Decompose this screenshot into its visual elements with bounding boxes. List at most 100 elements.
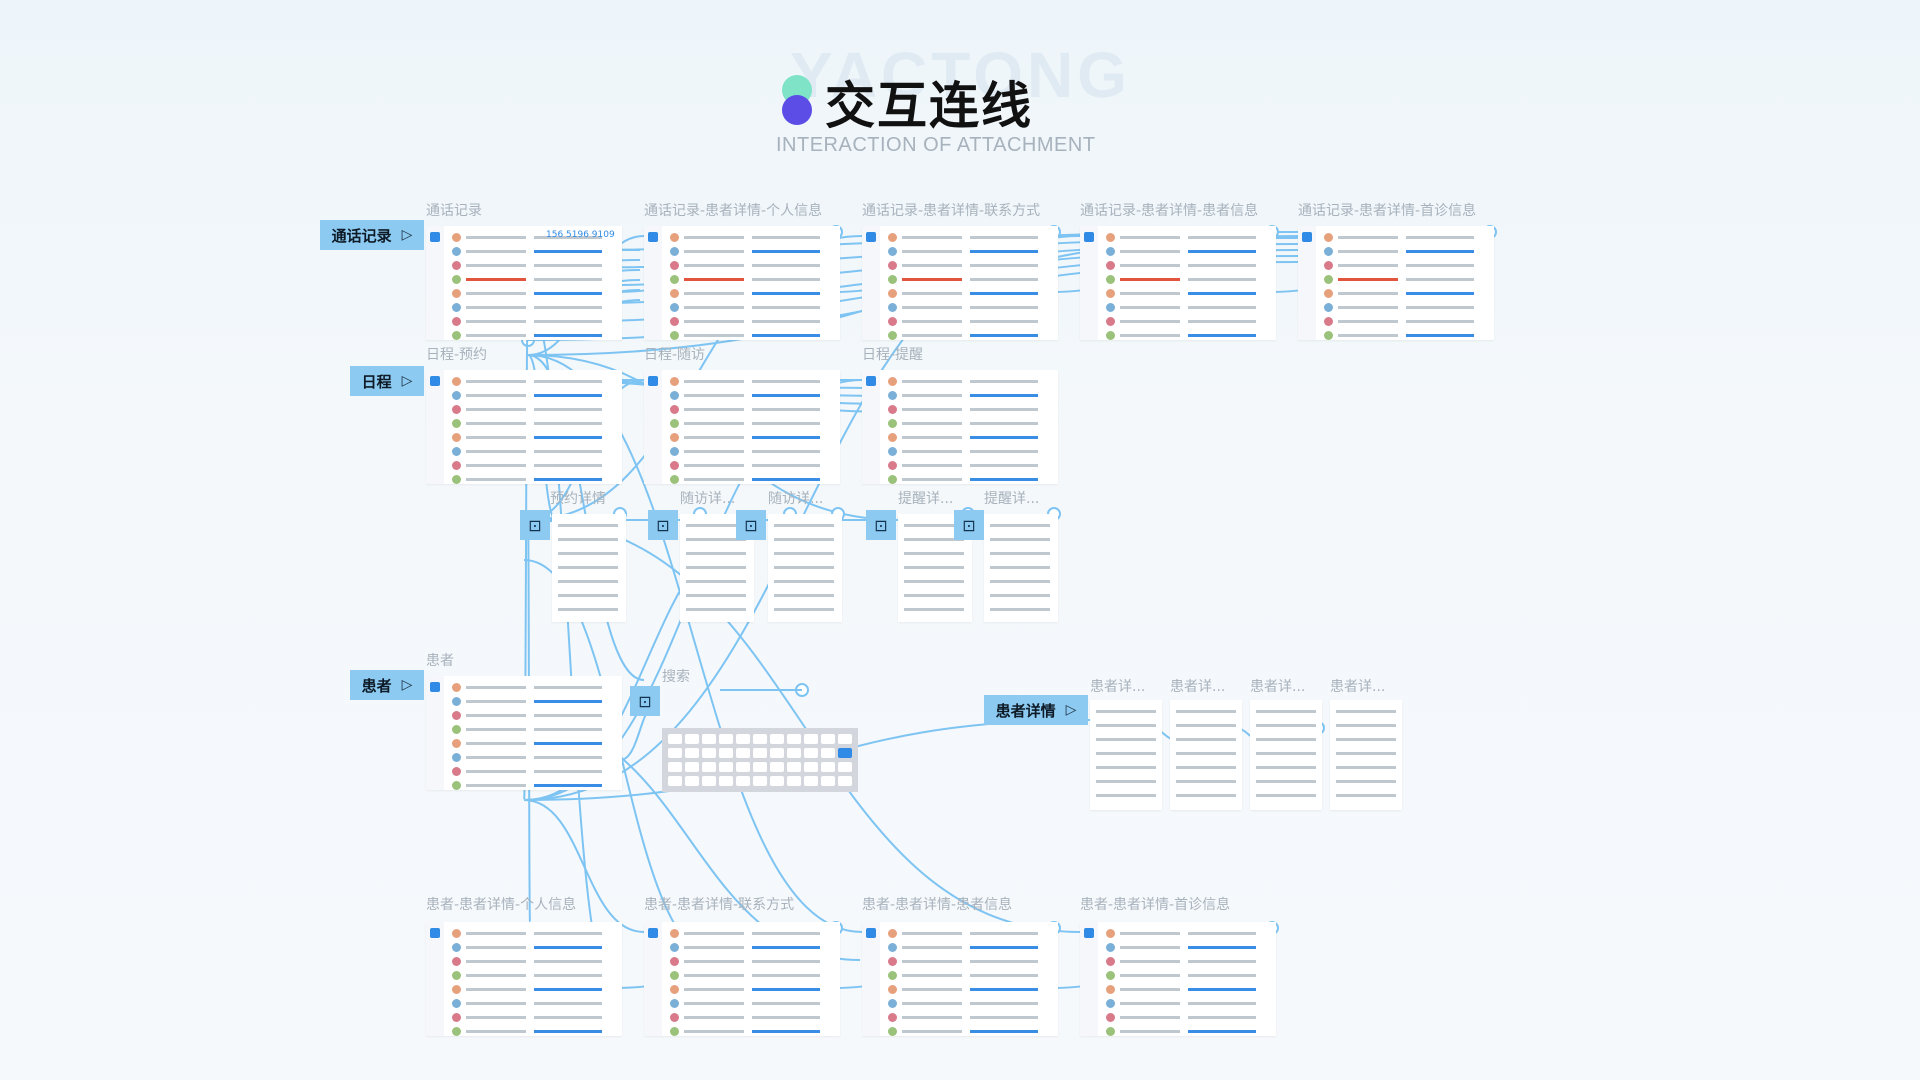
text-line xyxy=(970,422,1038,425)
screen-thumbnail xyxy=(1170,700,1242,810)
text-line xyxy=(904,538,964,541)
text-line xyxy=(684,1002,744,1005)
screen-thumbnail xyxy=(768,514,842,622)
text-line xyxy=(752,988,820,991)
avatar xyxy=(452,233,461,242)
avatar xyxy=(888,447,897,456)
keyboard-key xyxy=(736,748,750,758)
avatar xyxy=(452,475,461,484)
text-line xyxy=(990,538,1050,541)
text-line xyxy=(902,236,962,239)
text-line xyxy=(466,960,526,963)
keyboard-key xyxy=(719,734,733,744)
keyboard-key xyxy=(685,734,699,744)
keyboard-key xyxy=(787,748,801,758)
text-line xyxy=(1338,236,1398,239)
avatar xyxy=(888,275,897,284)
keyboard-key xyxy=(804,762,818,772)
text-line xyxy=(1336,766,1396,769)
keyboard-key xyxy=(804,734,818,744)
screen-label: 患者详... xyxy=(1330,679,1386,695)
text-line xyxy=(990,524,1050,527)
text-line xyxy=(970,932,1038,935)
text-line xyxy=(970,1016,1038,1019)
text-line xyxy=(466,932,526,935)
text-line xyxy=(534,974,602,977)
text-line xyxy=(684,334,744,337)
app-sidebar xyxy=(644,922,662,1036)
text-line xyxy=(466,756,526,759)
screen-label: 日程-提醒 xyxy=(862,347,924,363)
text-line xyxy=(1406,250,1474,253)
text-line xyxy=(1336,738,1396,741)
text-line xyxy=(466,1002,526,1005)
screen-label: 患者-患者详情-患者信息 xyxy=(862,897,1013,913)
avatar xyxy=(452,711,461,720)
text-line xyxy=(534,756,602,759)
app-sidebar xyxy=(862,922,880,1036)
text-line xyxy=(1188,1016,1256,1019)
tag-call-records[interactable]: 通话记录▷ xyxy=(320,220,424,250)
text-line xyxy=(534,478,602,481)
avatar xyxy=(670,475,679,484)
text-line xyxy=(752,960,820,963)
avatar xyxy=(670,447,679,456)
text-line xyxy=(902,988,962,991)
tag-label: 患者 xyxy=(361,676,392,695)
play-icon: ▷ xyxy=(401,677,413,693)
tablet-icon: ⊡ xyxy=(648,510,678,540)
play-icon: ▷ xyxy=(401,373,413,389)
text-line xyxy=(902,334,962,337)
avatar xyxy=(1106,929,1115,938)
text-line xyxy=(466,464,526,467)
text-line xyxy=(752,436,820,439)
text-line xyxy=(466,320,526,323)
avatar xyxy=(888,331,897,340)
text-line xyxy=(1188,250,1256,253)
screen-label: 患者详... xyxy=(1090,679,1146,695)
text-line xyxy=(534,988,602,991)
text-line xyxy=(774,566,834,569)
text-line xyxy=(1336,752,1396,755)
avatar xyxy=(452,971,461,980)
text-line xyxy=(534,320,602,323)
tag-schedule[interactable]: 日程▷ xyxy=(350,366,424,396)
tag-label: 通话记录 xyxy=(331,226,392,245)
tag-patient-detail[interactable]: 患者详情▷ xyxy=(984,695,1088,725)
text-line xyxy=(1096,780,1156,783)
text-line xyxy=(970,250,1038,253)
text-line xyxy=(466,974,526,977)
screen-thumbnail xyxy=(680,514,754,622)
avatar xyxy=(670,303,679,312)
text-line xyxy=(466,408,526,411)
text-line xyxy=(774,538,834,541)
text-line xyxy=(904,552,964,555)
text-line xyxy=(686,538,746,541)
text-line xyxy=(970,1030,1038,1033)
text-line xyxy=(466,436,526,439)
screen-label: 通话记录 xyxy=(426,203,482,219)
text-line xyxy=(558,538,618,541)
text-line xyxy=(1096,724,1156,727)
text-line xyxy=(1120,320,1180,323)
screen-label: 通话记录-患者详情-首诊信息 xyxy=(1298,203,1477,219)
text-line xyxy=(684,278,744,281)
text-line xyxy=(466,700,526,703)
avatar xyxy=(670,419,679,428)
text-line xyxy=(752,380,820,383)
avatar xyxy=(452,1027,461,1036)
text-line xyxy=(684,1016,744,1019)
text-line xyxy=(752,1030,820,1033)
avatar xyxy=(670,289,679,298)
text-line xyxy=(466,1016,526,1019)
text-line xyxy=(466,422,526,425)
text-line xyxy=(684,932,744,935)
text-line xyxy=(1176,780,1236,783)
text-line xyxy=(970,960,1038,963)
avatar xyxy=(452,957,461,966)
tag-patients[interactable]: 患者 ▷ xyxy=(350,670,424,700)
avatar xyxy=(1106,957,1115,966)
keyboard-key xyxy=(702,776,716,786)
screen-thumbnail xyxy=(1080,226,1276,340)
keyboard-key xyxy=(821,776,835,786)
